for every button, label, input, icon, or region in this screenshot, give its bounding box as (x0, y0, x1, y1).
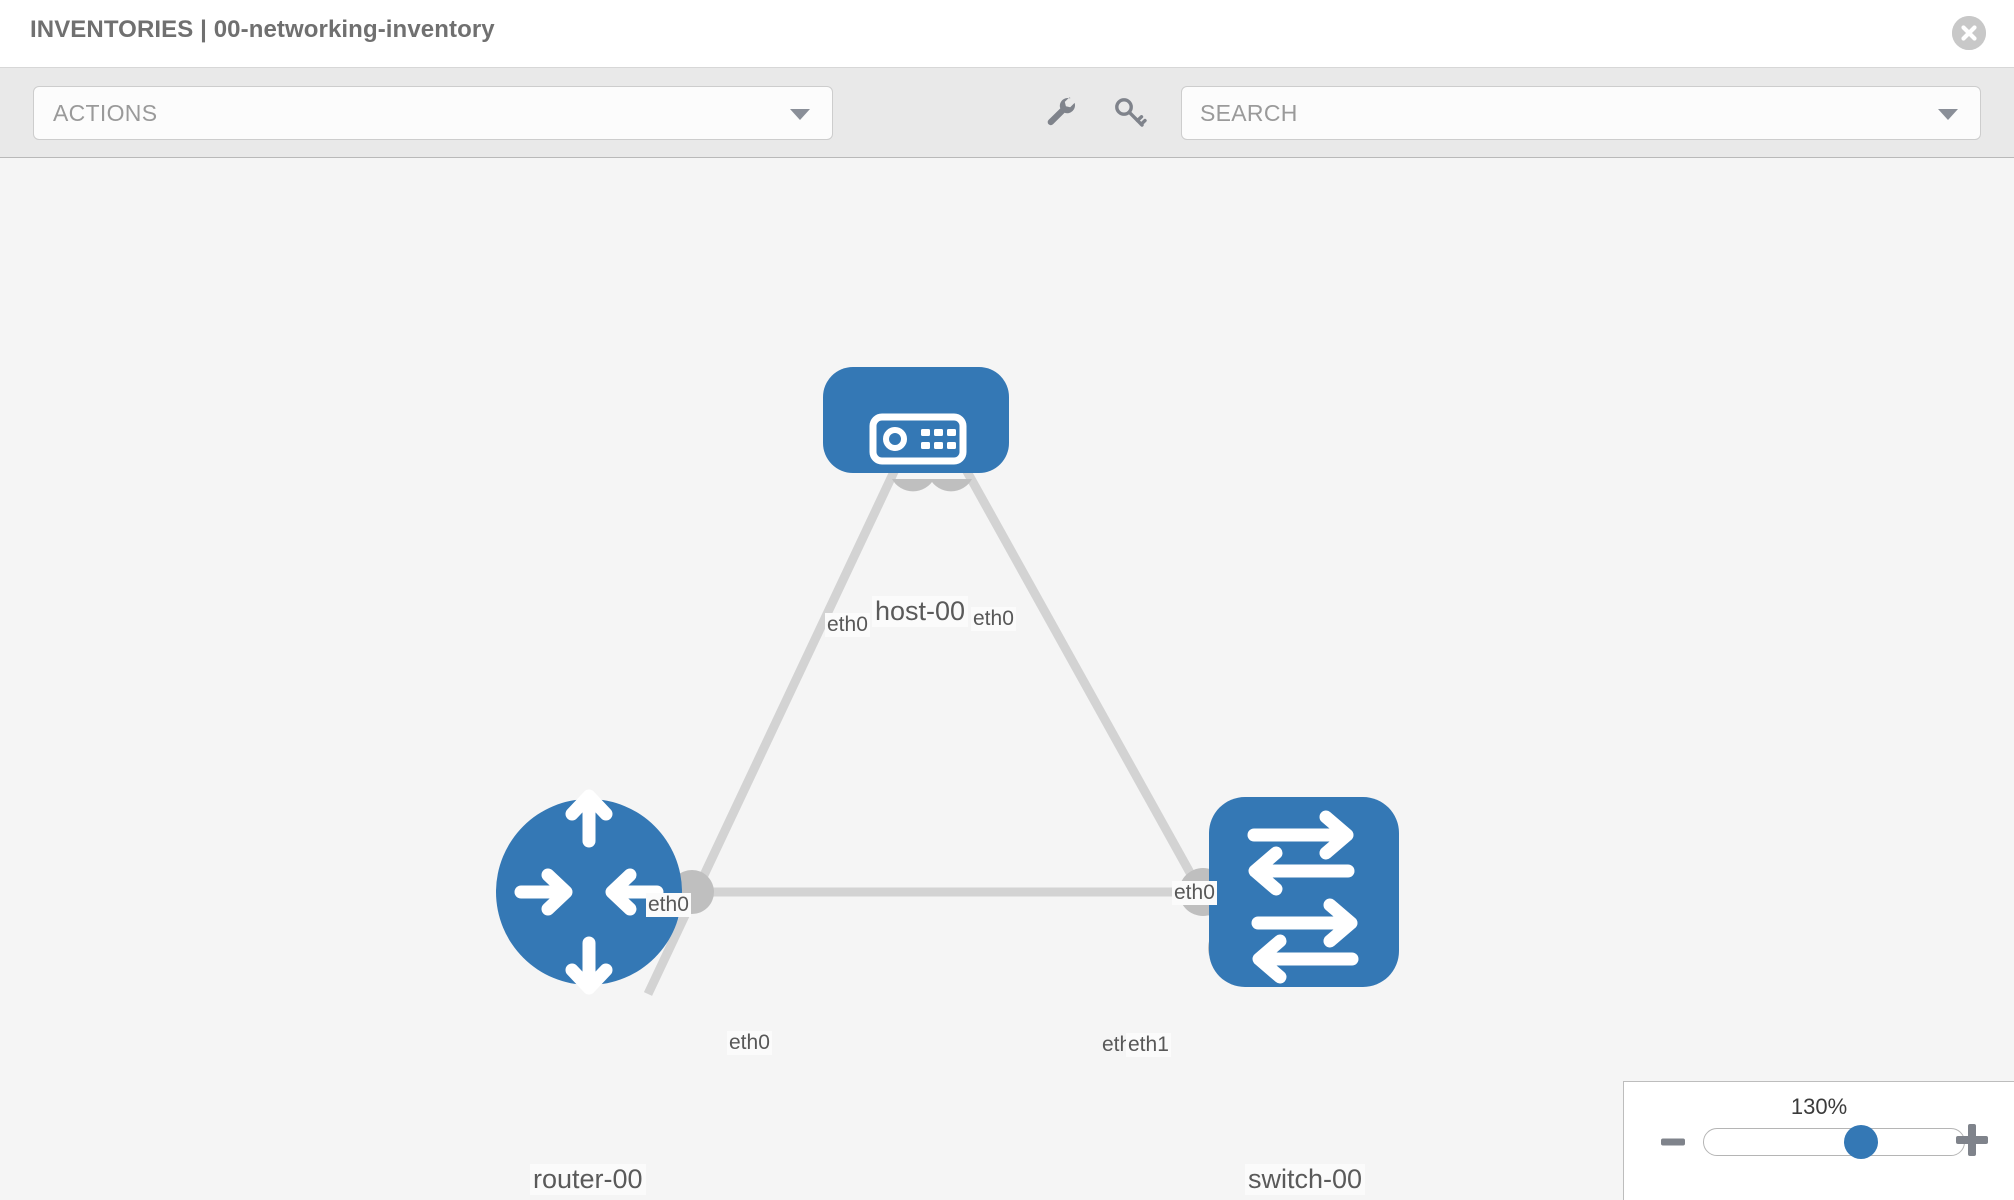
edge-label-switch-router-eth1: eth1 (1126, 1033, 1171, 1058)
topology-graph (496, 367, 1399, 996)
page-title: INVENTORIES | 00-networking-inventory (30, 16, 495, 43)
node-label-host-00: host-00 (872, 596, 969, 628)
zoom-slider[interactable] (1703, 1125, 1965, 1159)
page-header: INVENTORIES | 00-networking-inventory (0, 0, 2014, 68)
edge-label-switch-host-eth0: eth0 (1172, 881, 1217, 906)
router-icon (514, 789, 664, 995)
node-router-00[interactable] (496, 789, 682, 995)
edge-label-router-host-eth0: eth0 (646, 893, 691, 918)
actions-dropdown[interactable]: ACTIONS (33, 86, 833, 140)
port-host-left (892, 479, 934, 492)
zoom-control-panel: 130% (1623, 1081, 2014, 1200)
close-icon[interactable] (1952, 16, 1986, 50)
toolbar: ACTIONS SEARCH (0, 68, 2014, 158)
key-icon[interactable] (1108, 90, 1152, 134)
search-placeholder: SEARCH (1200, 100, 1298, 126)
server-icon (869, 413, 967, 465)
topology-canvas[interactable]: host-00 router-00 switch-00 eth0 eth0 et… (0, 159, 2014, 1200)
node-switch-00[interactable] (1209, 797, 1399, 987)
minus-icon[interactable] (1659, 1128, 1687, 1161)
zoom-slider-handle[interactable] (1844, 1125, 1879, 1159)
search-input[interactable]: SEARCH (1181, 86, 1981, 140)
node-host-00[interactable] (823, 367, 1009, 473)
actions-dropdown-label: ACTIONS (53, 100, 158, 126)
chevron-down-icon (790, 109, 810, 120)
edge-label-switch-router-eth-occluded: eth (1102, 1033, 1132, 1056)
edge-label-host-switch-eth0: eth0 (971, 607, 1016, 632)
node-label-router-00: router-00 (530, 1164, 646, 1196)
node-label-switch-00: switch-00 (1245, 1164, 1366, 1196)
wrench-icon[interactable] (1040, 90, 1084, 134)
chevron-down-icon[interactable] (1938, 109, 1958, 120)
zoom-level-value: 130% (1790, 1094, 1848, 1119)
edge-label-host-router-eth0: eth0 (825, 613, 870, 638)
plus-icon[interactable] (1954, 1122, 1990, 1163)
edge-label-router-switch-eth0: eth0 (727, 1031, 772, 1056)
switch-icon (1247, 810, 1359, 984)
port-host-right (930, 479, 972, 492)
